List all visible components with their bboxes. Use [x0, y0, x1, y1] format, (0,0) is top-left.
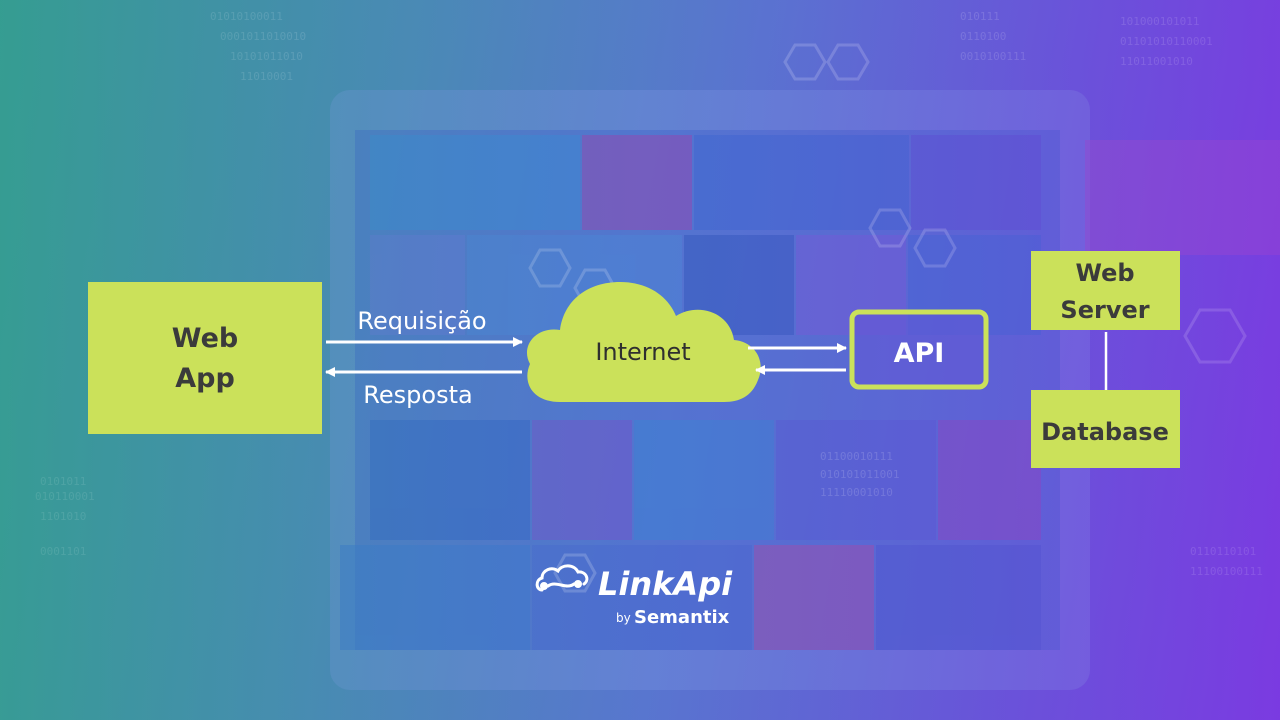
web-server-label-line2: Server	[1060, 296, 1149, 324]
response-label: Resposta	[363, 381, 472, 409]
response-edge: Resposta	[325, 367, 522, 409]
web-app-node: Web App	[88, 282, 322, 434]
cloud-link-icon	[535, 564, 589, 592]
internet-label: Internet	[595, 338, 690, 366]
linkapi-logo: LinkApi by Semantix	[535, 564, 733, 628]
logo-parent: Semantix	[634, 607, 730, 628]
request-label: Requisição	[357, 307, 486, 335]
api-node: API	[849, 309, 989, 390]
logo-by: by	[616, 611, 631, 625]
api-label: API	[894, 338, 945, 369]
internet-cloud: Internet	[526, 282, 761, 402]
web-app-label-line2: App	[175, 363, 235, 394]
database-label: Database	[1041, 418, 1169, 446]
request-edge: Requisição	[326, 307, 523, 347]
web-server-node: Web Server	[1031, 251, 1180, 330]
web-server-label-line1: Web	[1075, 259, 1134, 287]
database-node: Database	[1031, 390, 1180, 468]
web-app-label-line1: Web	[172, 323, 238, 354]
logo-brand: LinkApi	[598, 565, 733, 603]
